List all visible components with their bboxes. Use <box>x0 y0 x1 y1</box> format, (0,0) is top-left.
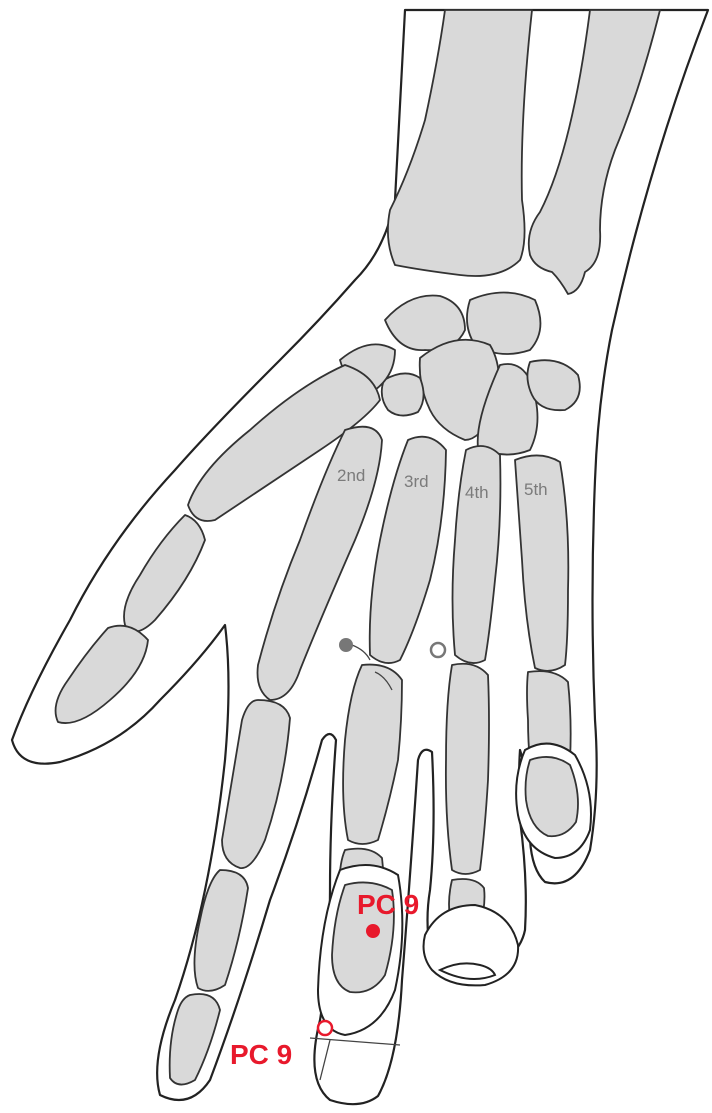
pc9-point-filled <box>366 924 380 938</box>
bone-label-5th: 5th <box>524 480 548 499</box>
reference-dot-hollow <box>431 643 445 657</box>
bone-label-3rd: 3rd <box>404 472 429 491</box>
reference-dot-filled <box>339 638 353 652</box>
pc9-label-upper: PC 9 <box>357 889 419 920</box>
little-fingernail-inner <box>526 757 579 836</box>
carpal-trapezoid <box>382 373 424 415</box>
bone-label-2nd: 2nd <box>337 466 365 485</box>
pc9-point-hollow <box>318 1021 332 1035</box>
bone-label-4th: 4th <box>465 483 489 502</box>
ring-proximal-phalanx <box>446 664 489 874</box>
pc9-label-lower: PC 9 <box>230 1039 292 1070</box>
